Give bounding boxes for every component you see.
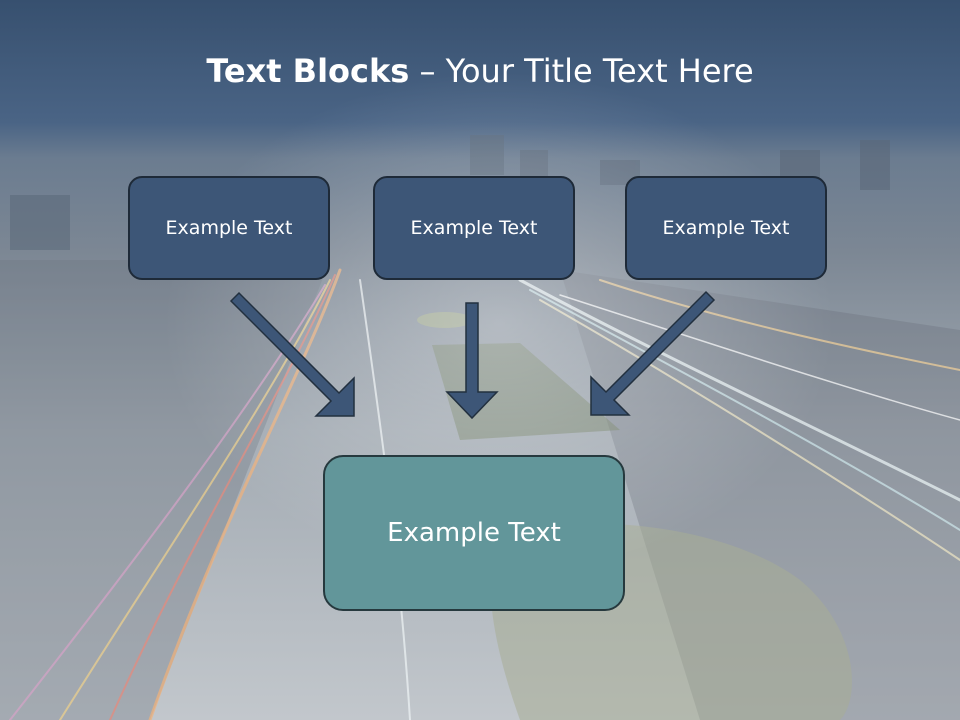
page-title: Text Blocks – Your Title Text Here — [0, 52, 960, 90]
main-text-block-label: Example Text — [387, 518, 561, 548]
text-block-2-label: Example Text — [410, 217, 538, 239]
text-block-2[interactable]: Example Text — [373, 176, 575, 280]
arrow-left-diagonal — [229, 291, 355, 417]
text-block-3[interactable]: Example Text — [625, 176, 827, 280]
title-rest: Your Title Text Here — [445, 52, 754, 90]
text-block-1-label: Example Text — [165, 217, 293, 239]
title-bold-part: Text Blocks — [206, 52, 410, 90]
title-dash: – — [419, 52, 436, 90]
text-block-1[interactable]: Example Text — [128, 176, 330, 280]
text-block-3-label: Example Text — [662, 217, 790, 239]
main-text-block[interactable]: Example Text — [323, 455, 625, 611]
arrow-center-down — [445, 302, 499, 420]
arrow-right-diagonal — [590, 290, 716, 416]
